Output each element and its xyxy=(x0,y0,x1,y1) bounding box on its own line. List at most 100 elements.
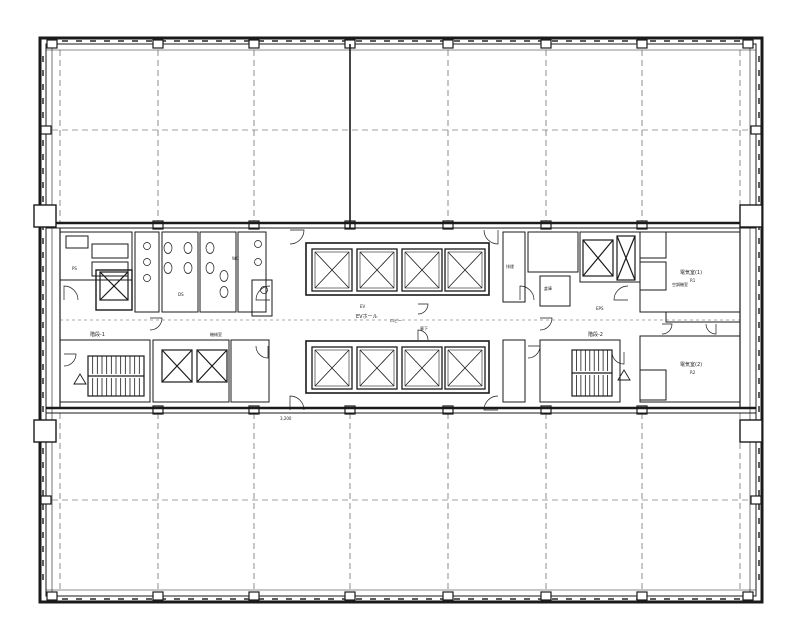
sink xyxy=(260,286,268,294)
elevator-inner xyxy=(359,251,395,289)
column xyxy=(636,39,648,49)
sink xyxy=(254,240,262,248)
sink xyxy=(254,258,262,266)
electric-room-1-label: 電気室(1) xyxy=(680,269,702,276)
elevator-hall-sub: EV xyxy=(360,304,366,309)
corner-shafts xyxy=(33,204,763,443)
elevator-cross xyxy=(359,251,395,289)
door-swing xyxy=(483,229,499,245)
elevator-inner xyxy=(314,251,350,289)
door-swing xyxy=(527,345,541,359)
toilet-bowl xyxy=(205,262,215,274)
elevator-bank-bottom xyxy=(305,340,490,394)
elevator-car xyxy=(444,248,486,292)
ac-room-label: 空調機室 xyxy=(672,281,688,287)
toilet-fixtures xyxy=(143,240,268,298)
elevator-car xyxy=(311,346,353,390)
toilet-bowl xyxy=(205,242,215,254)
stair-left xyxy=(87,355,145,397)
door-swing xyxy=(417,303,429,315)
elevator-cross xyxy=(359,349,395,387)
fire-symbols xyxy=(73,369,631,385)
mech-room-label: 機械室 xyxy=(210,331,222,337)
dimension-label: 3,200 xyxy=(280,416,292,421)
room-labels: EVホール EV 階段-1 階段-2 電気室(1) R1 電気室(2) R2 P… xyxy=(72,256,702,421)
door-swing xyxy=(417,329,429,341)
wc-label: WC xyxy=(232,256,239,261)
elevator-cross xyxy=(447,251,483,289)
column xyxy=(442,405,454,415)
column xyxy=(344,591,356,601)
right-core-rooms xyxy=(502,231,741,403)
toilet-bowl xyxy=(219,270,229,282)
elevators xyxy=(305,242,490,394)
toilet-bowl xyxy=(183,242,193,254)
door-swing xyxy=(63,353,77,367)
column xyxy=(46,591,58,601)
door-swing xyxy=(613,285,629,301)
door-swing xyxy=(705,323,717,335)
elevator-car xyxy=(444,346,486,390)
stair-right-label: 階段-2 xyxy=(588,331,603,338)
stair-left-label: 階段-1 xyxy=(90,331,105,338)
door-swing xyxy=(611,351,625,365)
column xyxy=(636,591,648,601)
column xyxy=(636,220,648,230)
corridor-label: 廊下 xyxy=(420,325,428,331)
column xyxy=(442,220,454,230)
door-swing xyxy=(255,285,271,301)
column xyxy=(636,405,648,415)
elevator-bank-top xyxy=(305,242,490,296)
column xyxy=(742,591,754,601)
column xyxy=(540,220,552,230)
door-swing xyxy=(483,395,499,411)
service-elevators xyxy=(99,235,636,383)
elevator-cross xyxy=(447,349,483,387)
column xyxy=(248,220,260,230)
column xyxy=(742,39,754,49)
door-swing xyxy=(519,285,535,301)
ds-label: DS xyxy=(178,292,184,297)
core-walls xyxy=(46,221,756,414)
stair-right xyxy=(571,349,613,397)
column xyxy=(152,405,164,415)
column xyxy=(248,591,260,601)
column xyxy=(442,591,454,601)
door-swing xyxy=(289,229,305,245)
storage-label: 倉庫 xyxy=(544,285,552,291)
perimeter-window-marks xyxy=(42,40,760,600)
elevator-cross xyxy=(404,251,440,289)
door-swing xyxy=(149,317,163,331)
column xyxy=(540,39,552,49)
elevator-cross xyxy=(404,349,440,387)
eps-label: EPS xyxy=(596,306,604,311)
sink xyxy=(143,258,151,266)
electric-room-2-label: 電気室(2) xyxy=(680,361,702,368)
elevator-inner xyxy=(447,251,483,289)
left-core-rooms xyxy=(59,231,273,403)
elevator-car xyxy=(356,346,398,390)
column xyxy=(152,591,164,601)
electric-room-2-sub: R2 xyxy=(690,370,696,375)
column xyxy=(152,39,164,49)
column xyxy=(750,495,762,505)
column xyxy=(46,39,58,49)
door-swing xyxy=(255,345,269,359)
column xyxy=(442,39,454,49)
elevator-car xyxy=(401,248,443,292)
toilet-bowl xyxy=(163,242,173,254)
door-swing xyxy=(63,285,79,301)
elevator-inner xyxy=(404,349,440,387)
column xyxy=(750,125,762,135)
exhaust-label: 排煙 xyxy=(506,263,514,269)
lobby-label: ロビー xyxy=(390,317,402,323)
door-swing xyxy=(289,395,305,411)
column xyxy=(40,495,52,505)
exterior-walls xyxy=(38,36,764,604)
door-swings xyxy=(63,229,717,411)
column xyxy=(248,405,260,415)
sink xyxy=(143,274,151,282)
electric-room-1-sub: R1 xyxy=(690,278,696,283)
sink xyxy=(143,242,151,250)
